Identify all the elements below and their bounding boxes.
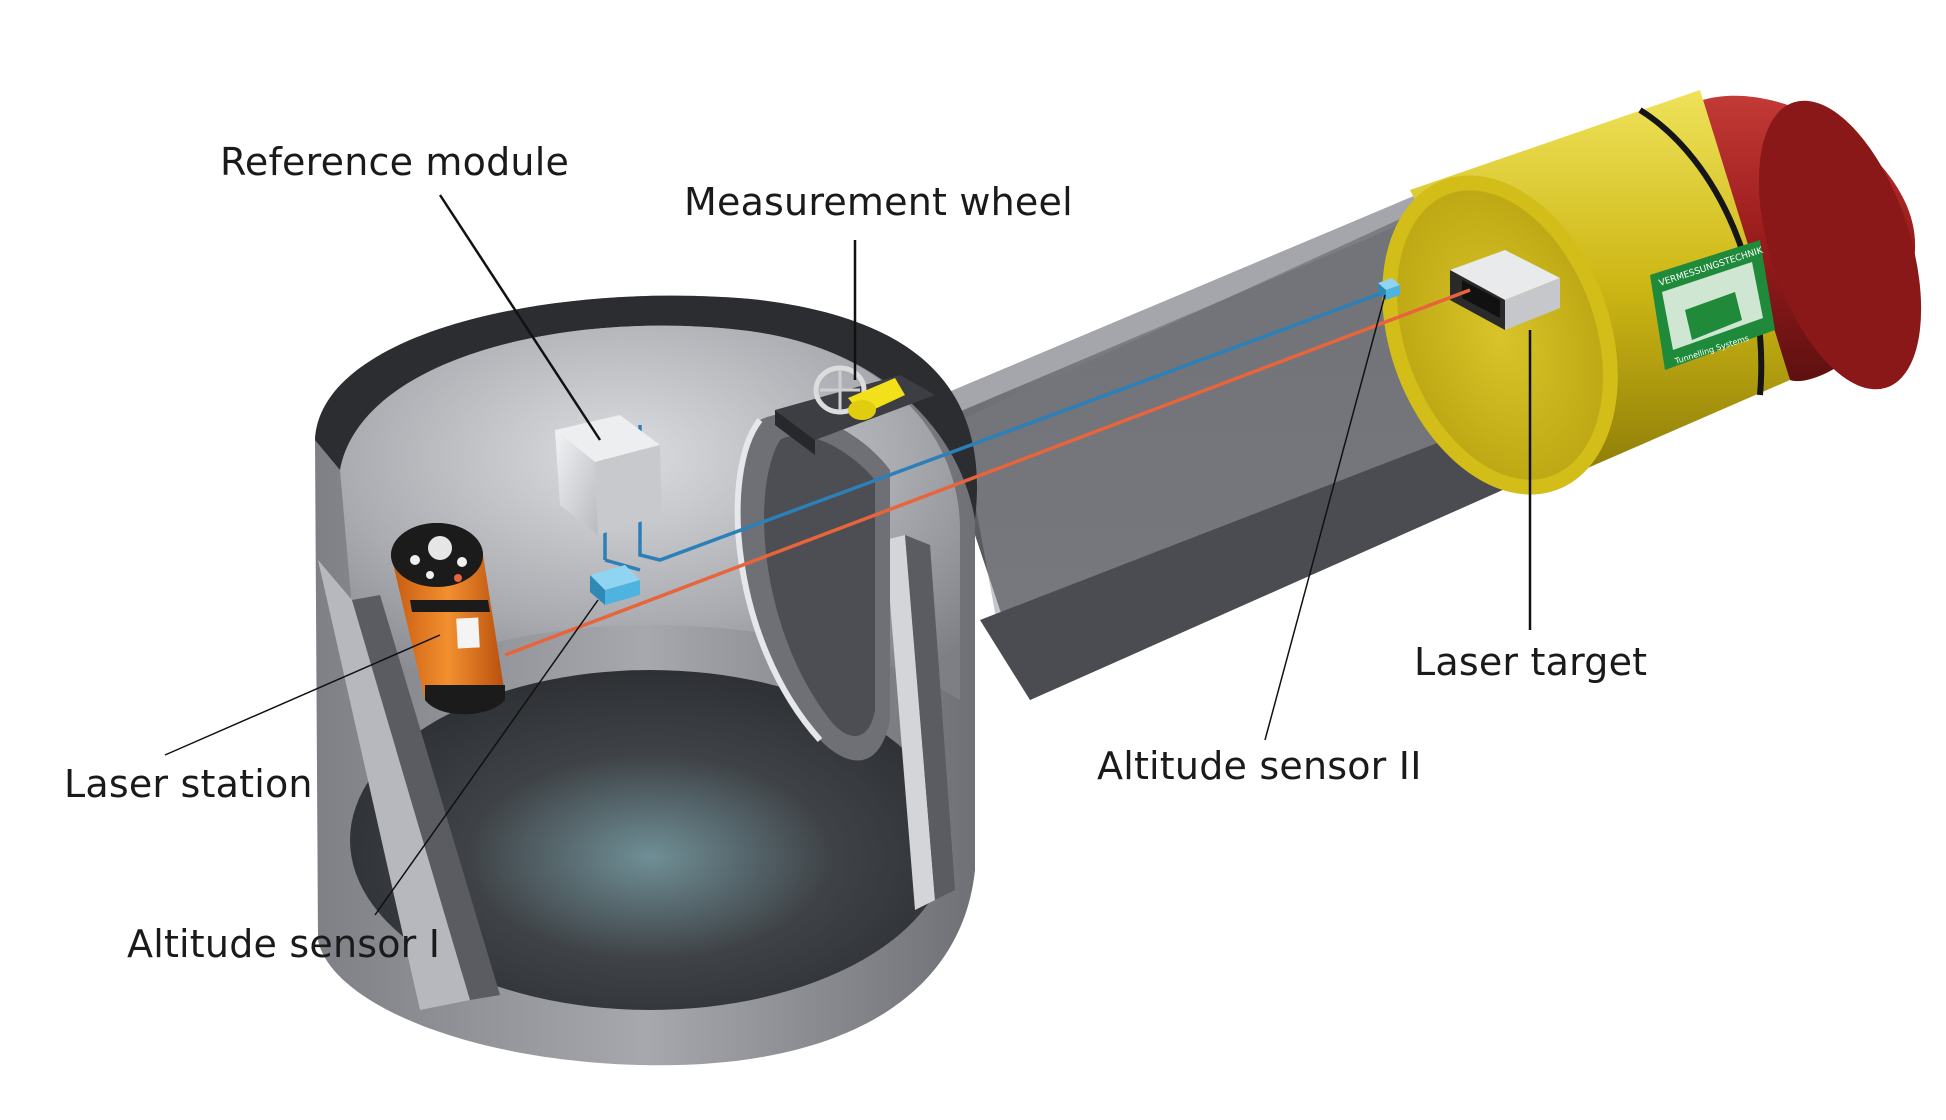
leader-lines [164, 194, 1532, 916]
leader-altitude-sensor-2 [1264, 294, 1386, 741]
laser-station-device [391, 523, 505, 715]
leader-reference-module [438, 194, 602, 441]
leader-altitude-sensor-1 [374, 599, 599, 916]
jacking-shield: VERMESSUNGSTECHNIK Tunnelling Systems [1382, 90, 1922, 495]
altitude-sensor-1-device [590, 565, 640, 605]
laser-target-device [1450, 250, 1560, 330]
label-laser-target: Laser target [1414, 640, 1648, 684]
reference-module-device [555, 415, 662, 535]
company-logo-plate: VERMESSUNGSTECHNIK Tunnelling Systems [1650, 240, 1775, 370]
label-measurement-wheel: Measurement wheel [684, 180, 1073, 224]
label-altitude-sensor-1: Altitude sensor I [127, 922, 441, 966]
label-reference-module: Reference module [220, 140, 570, 184]
label-altitude-sensor-2: Altitude sensor II [1097, 744, 1422, 788]
leader-laser-station [164, 634, 441, 756]
laser-beam [504, 288, 1471, 657]
measurement-wheel-device [813, 365, 905, 420]
label-laser-station: Laser station [64, 762, 313, 806]
altitude-sensor-2-device [1378, 278, 1400, 300]
